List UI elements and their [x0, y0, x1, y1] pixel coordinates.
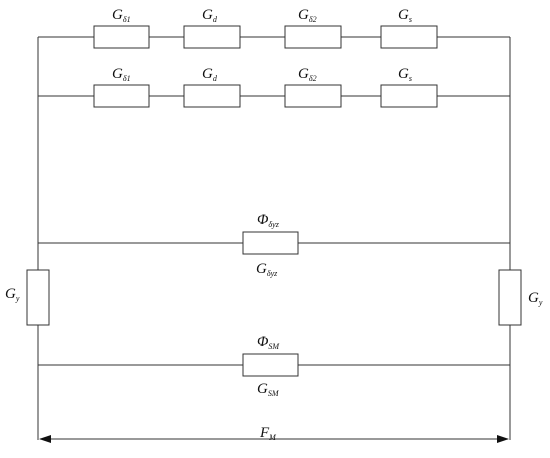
branch-sm: ΦSM GSM: [38, 334, 510, 398]
resistor-g-delta2-top: [284, 25, 342, 49]
label-g-s-top: Gs: [398, 7, 412, 24]
series-branch-1: Gδ1 Gd Gδ2 Gs: [38, 7, 510, 49]
resistor-g-delta1-bottom: [93, 84, 150, 108]
label-g-delta2-top: Gδ2: [298, 7, 317, 24]
label-g-sm: GSM: [257, 381, 280, 398]
mmf-arrow: FM: [39, 425, 509, 443]
label-phi-delta-yz: Φδyz: [257, 212, 280, 229]
right-element-gy: Gy: [498, 269, 543, 326]
label-g-y-left: Gy: [5, 286, 20, 303]
label-g-s-bottom: Gs: [398, 66, 412, 83]
label-g-delta1-bottom: Gδ1: [112, 66, 131, 83]
resistor-g-s-top: [380, 25, 438, 49]
resistor-g-d-top: [183, 25, 241, 49]
label-phi-sm: ΦSM: [257, 334, 280, 351]
resistor-g-sm: [242, 353, 299, 377]
label-g-delta1-top: Gδ1: [112, 7, 131, 24]
resistor-g-delta1-top: [93, 25, 150, 49]
resistor-g-y-left: [26, 269, 50, 326]
label-g-d-top: Gd: [202, 7, 218, 24]
resistor-g-y-right: [498, 269, 522, 326]
label-f-m: FM: [259, 425, 277, 442]
resistor-g-s-bottom: [380, 84, 438, 108]
label-g-delta2-bottom: Gδ2: [298, 66, 317, 83]
resistor-g-d-bottom: [183, 84, 241, 108]
label-g-y-right: Gy: [528, 290, 543, 307]
series-branch-2: Gδ1 Gd Gδ2 Gs: [38, 66, 510, 108]
label-g-delta-yz: Gδyz: [256, 261, 278, 278]
resistor-g-delta2-bottom: [284, 84, 342, 108]
left-element-gy: Gy: [5, 269, 50, 326]
branch-delta-yz: Φδyz Gδyz: [38, 212, 510, 278]
resistor-g-delta-yz: [242, 231, 299, 255]
label-g-d-bottom: Gd: [202, 66, 218, 83]
